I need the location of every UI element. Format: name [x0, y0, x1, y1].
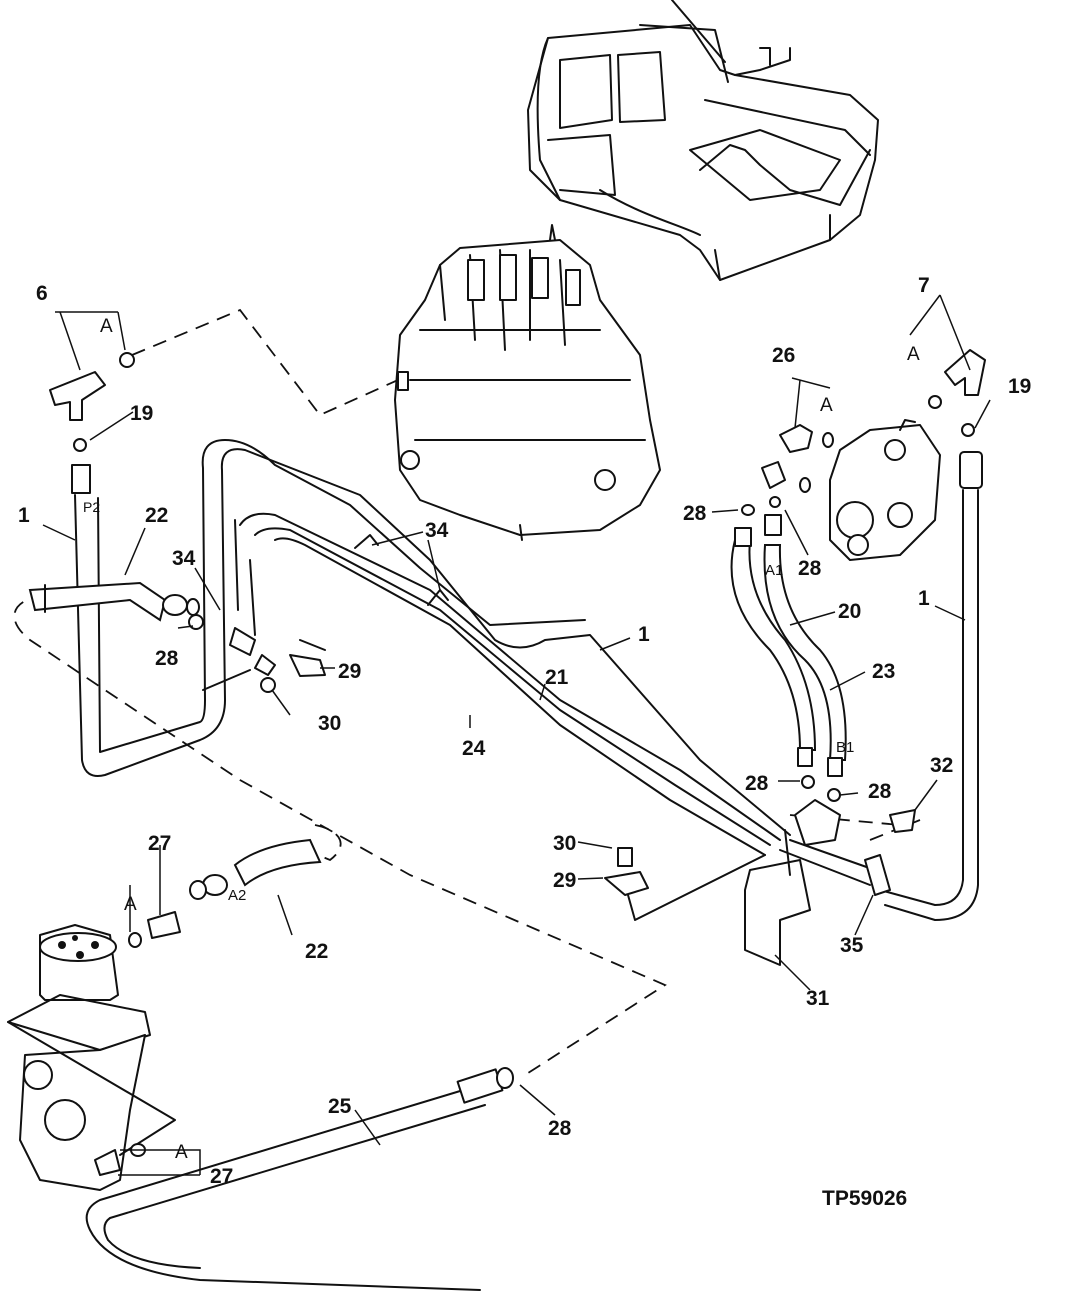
callout-28-f: 28 — [548, 1117, 572, 1140]
callout-34-right: 34 — [425, 519, 449, 542]
callout-35: 35 — [840, 934, 864, 957]
port-tag-a-27-bottom: A — [175, 1142, 188, 1163]
callout-28-d: 28 — [745, 772, 769, 795]
callout-30-top: 30 — [318, 712, 341, 735]
callout-1-mid: 1 — [638, 623, 650, 646]
control-valve — [394, 224, 661, 541]
callout-19-left: 19 — [130, 402, 153, 425]
callout-28-b: 28 — [683, 502, 707, 525]
callout-26: 26 — [772, 344, 795, 367]
port-tag-a-27-top: A — [124, 894, 137, 915]
callout-27-bottom: 27 — [210, 1165, 233, 1188]
callout-21: 21 — [545, 666, 569, 689]
callout-6: 6 — [36, 282, 48, 305]
port-tag-a-6: A — [100, 316, 113, 337]
callout-27-top: 27 — [148, 832, 171, 855]
travel-motor-right — [829, 419, 941, 561]
callout-31: 31 — [806, 987, 830, 1010]
port-tag-p2: P2 — [83, 499, 100, 515]
port-tag-a2: A2 — [228, 887, 246, 904]
callout-29-top: 29 — [338, 660, 361, 683]
callout-1-right: 1 — [918, 587, 930, 610]
port-tag-a-26: A — [820, 395, 833, 416]
callout-22-top: 22 — [145, 504, 168, 527]
callout-25: 25 — [328, 1095, 352, 1118]
callout-19-right: 19 — [1008, 375, 1031, 398]
callout-32: 32 — [930, 754, 953, 777]
callout-28-e: 28 — [868, 780, 892, 803]
fittings — [49, 349, 986, 1176]
port-tag-b1: B1 — [836, 739, 854, 756]
callout-labels: 6 A 19 P2 1 22 34 28 29 30 34 21 24 1 26… — [18, 274, 1031, 1210]
callout-22-bottom: 22 — [305, 940, 328, 963]
callout-28-a: 28 — [155, 647, 179, 670]
hose-lines — [28, 439, 979, 1291]
port-tag-a-7: A — [907, 344, 920, 365]
excavator-illustration — [527, 0, 879, 281]
callout-28-c: 28 — [798, 557, 822, 580]
callout-30-bottom: 30 — [553, 832, 576, 855]
callout-23: 23 — [872, 660, 895, 683]
figure-code: TP59026 — [822, 1187, 907, 1210]
port-tag-a1: A1 — [765, 562, 783, 579]
callout-24: 24 — [462, 737, 486, 760]
callout-7: 7 — [918, 274, 930, 297]
leader-lines — [42, 294, 991, 1176]
callout-20: 20 — [838, 600, 861, 623]
callout-34-left: 34 — [172, 547, 196, 570]
callout-1-left: 1 — [18, 504, 30, 527]
callout-29-bottom: 29 — [553, 869, 576, 892]
